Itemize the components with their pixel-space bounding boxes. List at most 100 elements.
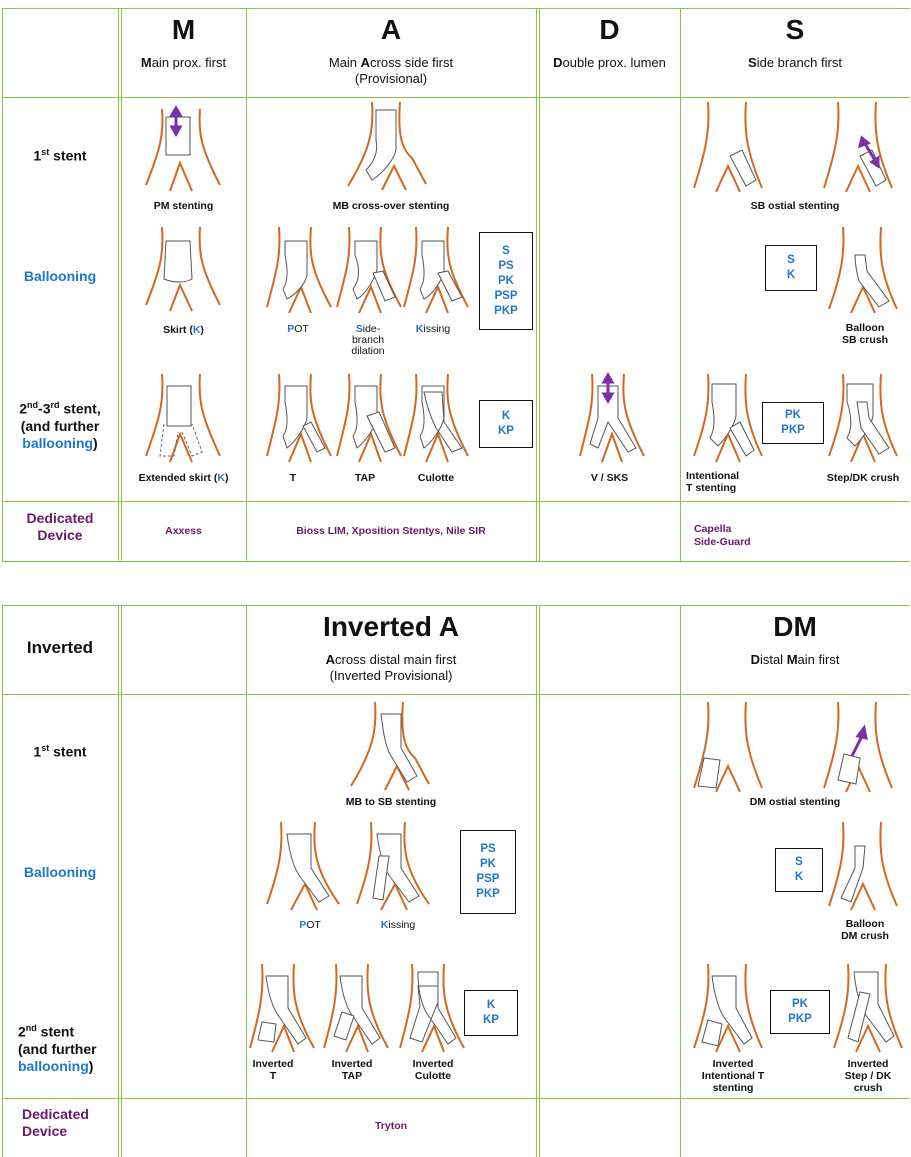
label-sup: st <box>41 743 50 753</box>
grid-line <box>2 1098 910 1099</box>
label-part: stent <box>49 147 87 164</box>
vessel-diagram-sb-ostial-1 <box>693 101 763 193</box>
subtitle-bold: M <box>140 55 152 70</box>
row-label-ballooning: Ballooning <box>23 268 97 284</box>
vessel-diagram-mb-crossover <box>347 101 427 191</box>
vessel-diagram-tap <box>336 373 402 463</box>
strategy-code: K <box>786 269 796 281</box>
caption-line: Step / DK <box>844 1070 892 1082</box>
caption-mb-crossover: MB cross-over stenting <box>332 200 450 212</box>
strategy-code: S <box>502 244 510 257</box>
vessel-diagram-inv-culotte <box>399 963 465 1053</box>
vessel-diagram-v-sks <box>579 371 645 463</box>
vessel-diagram-sb-ostial-2 <box>823 101 893 193</box>
caption-line: stenting <box>712 1082 754 1094</box>
label-sup: nd <box>27 400 39 410</box>
caption-dm-ostial: DM ostial stenting <box>749 796 841 808</box>
strategy-code: PK <box>792 998 808 1010</box>
caption-line: branch <box>351 334 385 346</box>
device-m: Axxess <box>165 525 202 537</box>
caption-sb-ostial: SB ostial stenting <box>750 200 840 212</box>
device-s: Capella Side-Guard <box>694 523 751 549</box>
subtitle-bold: D <box>750 652 760 667</box>
caption-line: Balloon <box>845 322 885 334</box>
grid-line <box>2 605 910 606</box>
grid-line <box>536 8 537 561</box>
label-part: 2 <box>18 1023 26 1040</box>
vessel-diagram-mb-to-sb <box>350 701 430 791</box>
strategy-box-inv-a-second: K KP <box>464 990 518 1036</box>
caption-part: OT <box>306 919 321 931</box>
vessel-diagram-kissing <box>403 226 469 314</box>
strategy-box-a-ballooning: S PS PK PSP PKP <box>479 232 533 330</box>
strategy-code: PK <box>480 858 496 870</box>
caption-line: TAP <box>341 1070 363 1082</box>
vessel-diagram-step-dk-crush <box>828 373 898 463</box>
strategy-box-inv-a-ballooning: PS PK PSP PKP <box>460 830 516 914</box>
column-subtitle2-a: (Provisional) <box>354 71 428 86</box>
label-part: 2 <box>19 400 28 417</box>
caption-side-branch-dilation: Side- branch dilation <box>338 324 398 357</box>
label-sup: rd <box>50 400 60 410</box>
subtitle-bold: S <box>748 55 757 70</box>
caption-balloon-dm-crush: Balloon DM crush <box>825 918 905 942</box>
caption-step-dk-crush: Step/DK crush <box>826 472 900 484</box>
caption-line: Inverted <box>847 1058 889 1070</box>
vessel-diagram-inv-tap <box>323 963 389 1053</box>
caption-line: Inverted <box>412 1058 454 1070</box>
strategy-box-dm-second: PK PKP <box>770 990 830 1034</box>
grid-line <box>2 561 910 562</box>
grid-line <box>2 8 3 561</box>
vessel-diagram-pot <box>266 226 332 314</box>
column-letter-m: M <box>171 14 196 45</box>
strategy-code: PSP <box>476 873 500 885</box>
caption-inv-t: Inverted T <box>248 1058 298 1082</box>
label-line: Device <box>37 527 83 543</box>
caption-extended-skirt: Extended skirt (K) <box>121 472 246 484</box>
column-subtitle-m: Main prox. first <box>121 55 246 71</box>
corner-label-inverted: Inverted <box>26 638 94 657</box>
label-sup: st <box>41 147 50 157</box>
row-label-dedicated-device: Dedicated Device <box>2 510 118 544</box>
vessel-diagram-dm-ostial-2 <box>823 701 893 793</box>
caption-line: Inverted <box>712 1058 754 1070</box>
caption-tap: TAP <box>354 472 376 484</box>
caption-part: issing <box>423 323 451 335</box>
caption-inv-pot: POT <box>280 920 340 931</box>
column-subtitle-d: Double prox. lumen <box>539 55 680 71</box>
caption-part: ) <box>200 324 204 336</box>
strategy-code: S <box>795 856 803 868</box>
subtitle-bold: M <box>786 652 798 667</box>
subtitle-rest: ain first <box>797 652 840 667</box>
grid-line <box>2 605 3 1157</box>
caption-part: K <box>217 472 225 484</box>
grid-line <box>121 605 122 1157</box>
caption-inv-kissing: Kissing <box>368 920 428 931</box>
column-subtitle-inverted-a: Across distal main first <box>246 652 536 668</box>
row-label-first-stent: 1st stent <box>2 144 118 165</box>
label-sup: nd <box>25 1023 37 1033</box>
label-part: -3 <box>38 400 51 417</box>
subtitle-bold: D <box>553 55 563 70</box>
grid-line <box>246 605 247 1157</box>
caption-part: S <box>355 323 363 335</box>
strategy-code: K <box>486 999 496 1011</box>
caption-line: Inverted <box>331 1058 373 1070</box>
caption-intentional-t: Intentional T stenting <box>686 470 766 494</box>
label-part: stent, <box>59 400 101 417</box>
row-label-second-stent: 2nd stent (and further ballooning) <box>18 1020 97 1075</box>
caption-part: P <box>299 919 307 931</box>
caption-part: P <box>287 323 295 335</box>
caption-line: SB crush <box>841 334 889 346</box>
device-line: Capella <box>694 523 732 535</box>
grid-line <box>680 8 681 561</box>
strategy-box-s-ballooning: S K <box>765 245 817 291</box>
column-subtitle-a: Main Across side first <box>246 55 536 71</box>
label-part: stent <box>49 743 87 760</box>
vessel-diagram-intentional-t <box>693 373 763 463</box>
grid-line <box>680 605 681 1157</box>
caption-line: Inverted <box>252 1058 294 1070</box>
vessel-diagram-inv-intentional-t <box>693 963 763 1053</box>
strategy-box-dm-ballooning: S K <box>775 848 823 892</box>
caption-line: Culotte <box>414 1070 452 1082</box>
